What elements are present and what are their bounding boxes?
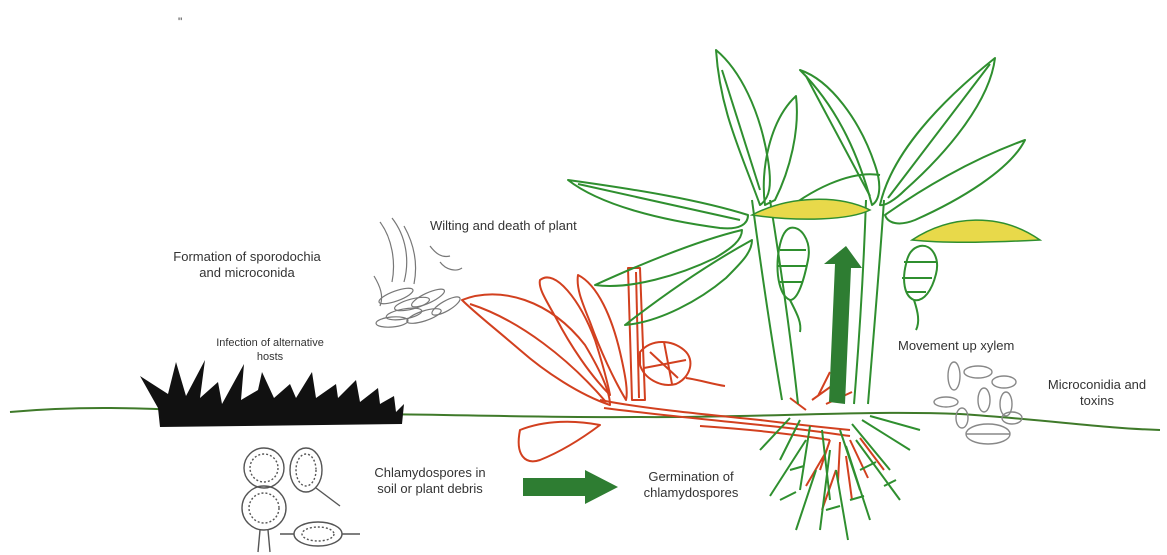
label-movement-up-xylem: Movement up xylem: [898, 338, 1014, 354]
chlamydospore-illustration: [242, 448, 360, 552]
label-microconidia: Microconidia and toxins: [1032, 377, 1162, 410]
label-sporodochia: Formation of sporodochia and microconida: [158, 249, 336, 282]
label-wilting: Wilting and death of plant: [430, 218, 577, 234]
label-germination: Germination of chlamydospores: [620, 469, 762, 502]
grass-host-illustration: [140, 360, 404, 427]
arrow-right-icon: [523, 470, 618, 504]
label-chlamydospores: Chlamydospores in soil or plant debris: [354, 465, 506, 498]
sporodochia-illustration: [374, 218, 462, 328]
microconidia-illustration: [934, 362, 1022, 444]
label-alternative-hosts: Infection of alternative hosts: [190, 337, 350, 365]
stray-mark: ": [178, 15, 182, 29]
yellow-leaf-illustration: [752, 199, 1040, 242]
